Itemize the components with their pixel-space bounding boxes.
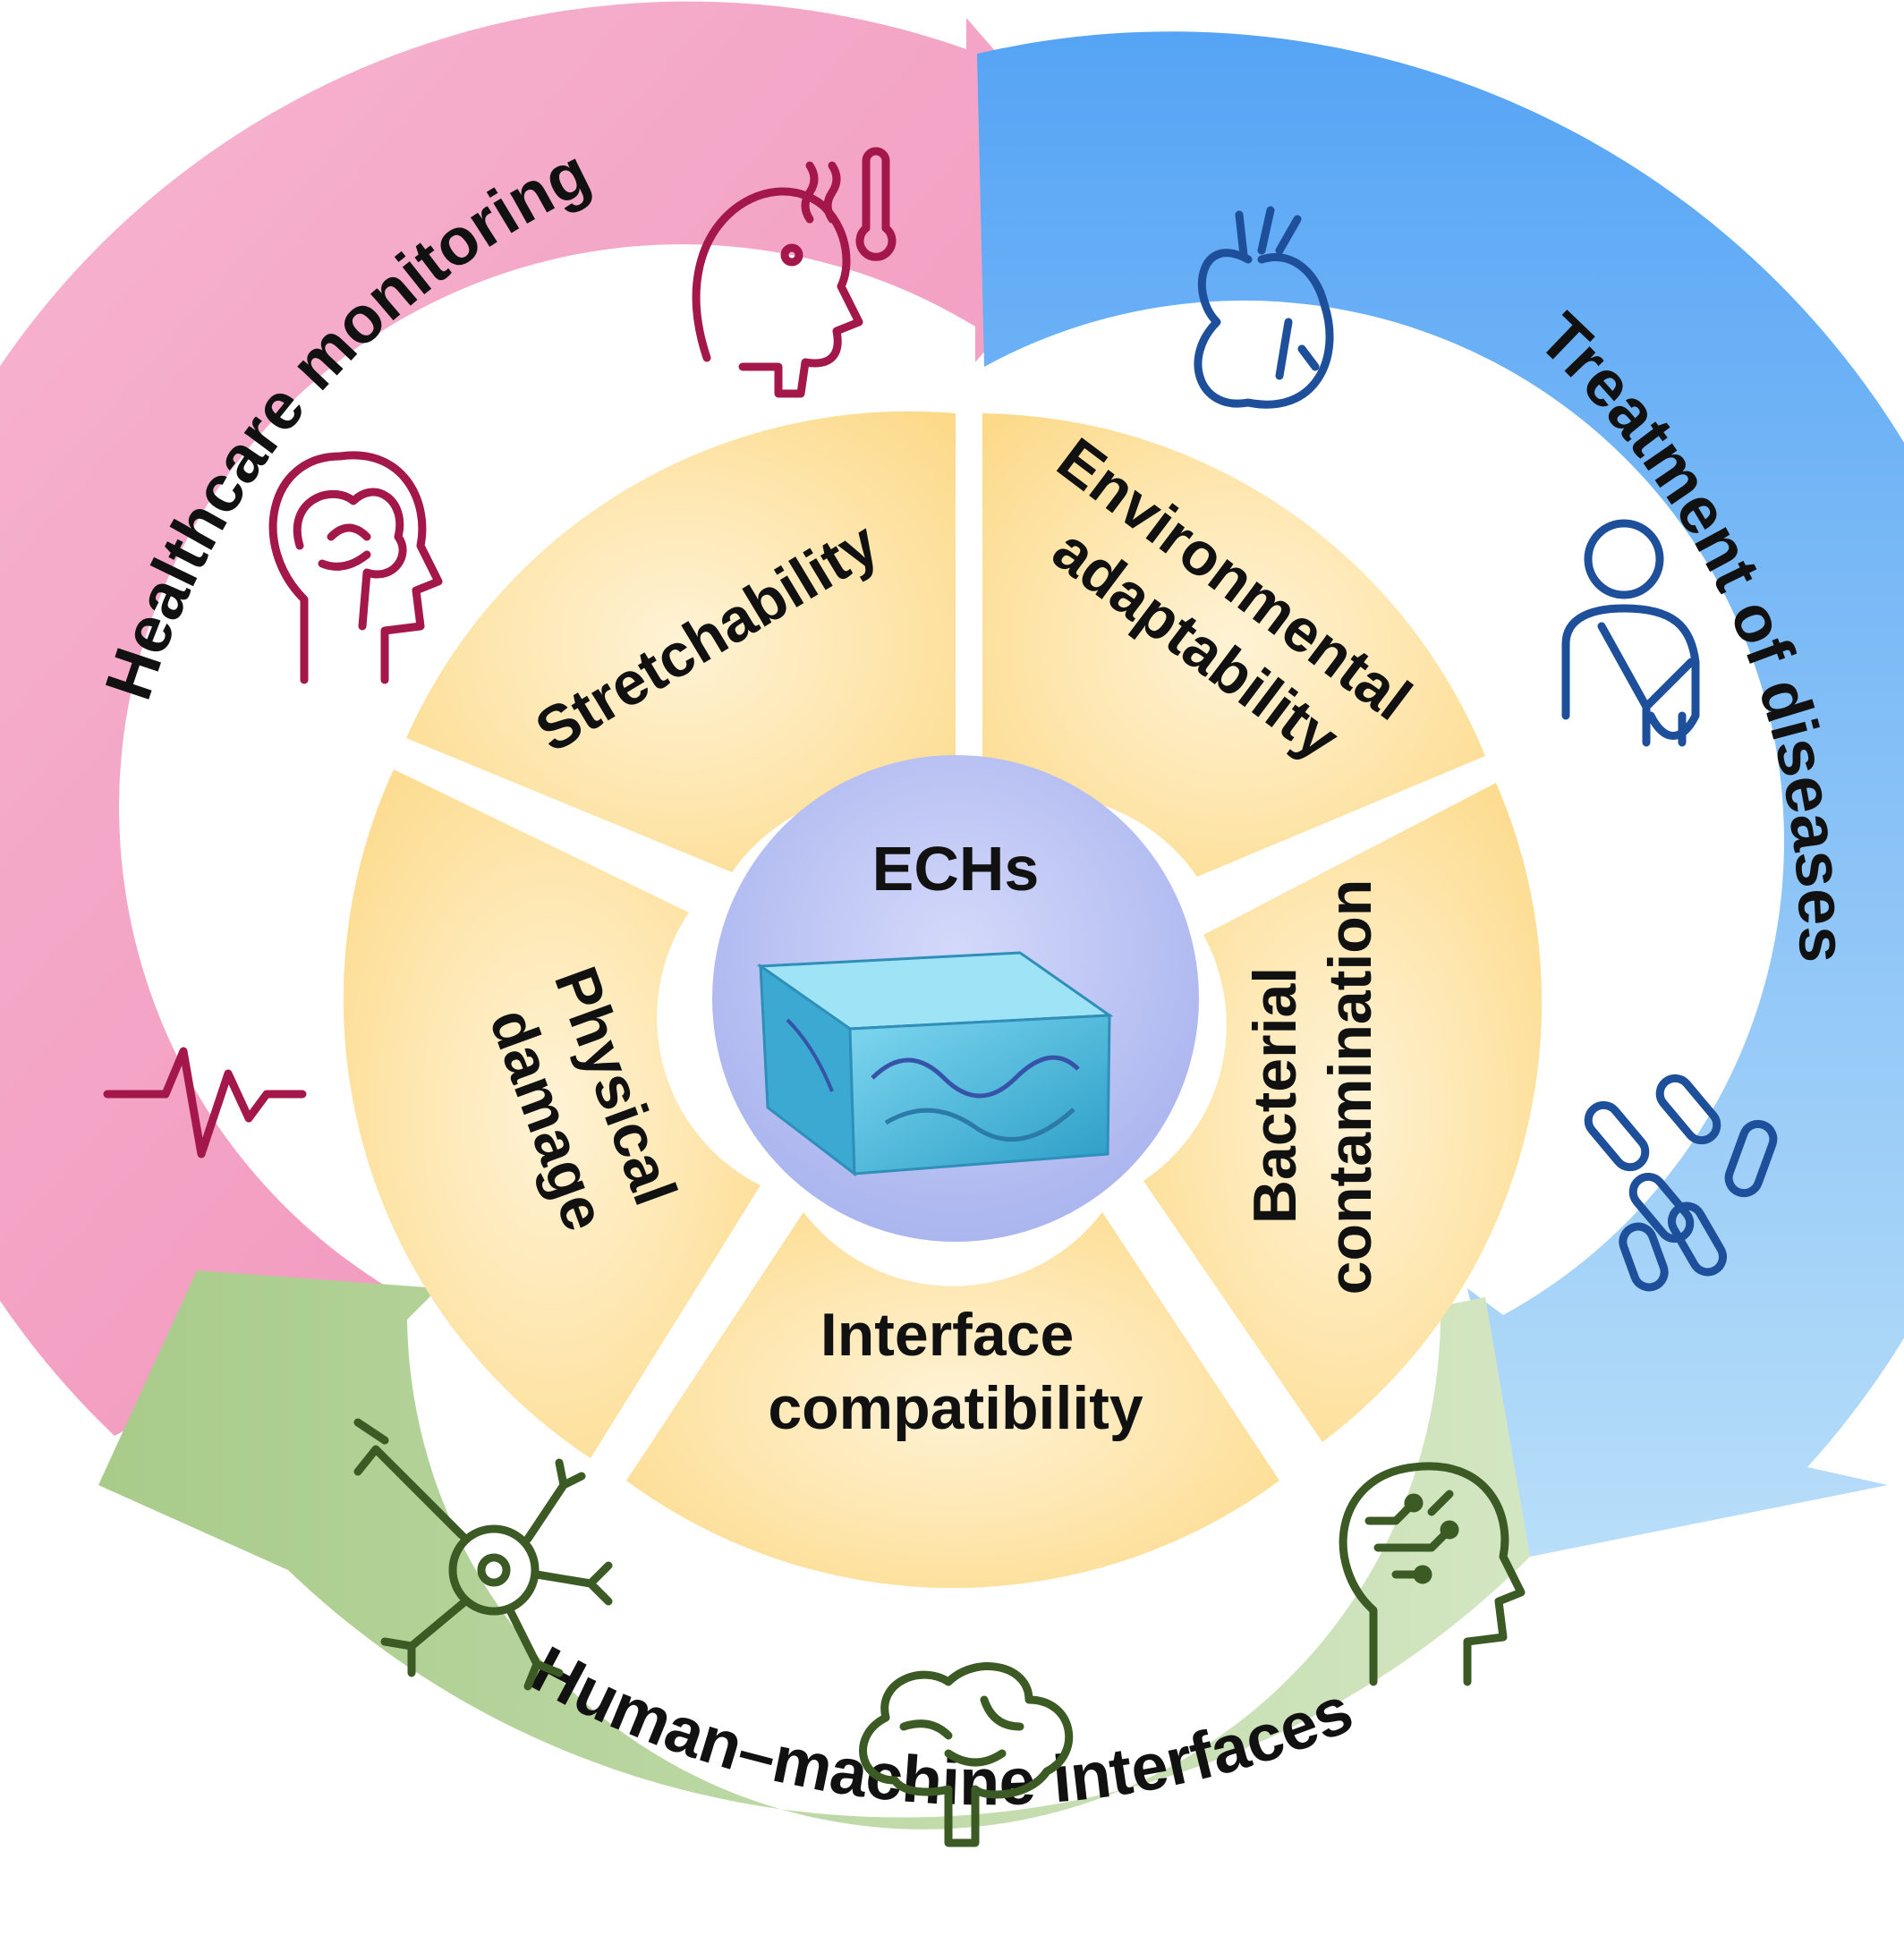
segment-physical-damage (343, 769, 761, 1458)
ring-arrow-healthcare (0, 1, 1118, 1436)
hydrogel-block-image (756, 951, 1114, 1177)
segment-label-bacterial-line1: Bacterial (1241, 967, 1309, 1224)
segment-bacterial-contamination (1143, 783, 1543, 1442)
heartbeat-pulse-icon (103, 1047, 307, 1159)
segments (343, 411, 1543, 1589)
bacteria-icon (1584, 1074, 1778, 1292)
outer-ring (0, 1, 1904, 1829)
segment-label-bacterial-line2: contamination (1316, 879, 1384, 1295)
segment-label-interface-line1: Interface (820, 1301, 1074, 1369)
brain-head-icon (268, 451, 443, 684)
segment-stretchability (406, 411, 956, 873)
segment-label-interface-line2: compatibility (768, 1374, 1143, 1442)
segment-label-interface: Interface compatibility (768, 1301, 1143, 1442)
ring-arrow-treatment (977, 31, 1904, 1557)
core: ECHs (712, 755, 1199, 1242)
fever-head-thermometer-icon (692, 147, 897, 398)
heart-icon (1194, 206, 1334, 409)
neuron-icon (353, 1418, 613, 1691)
ring-arrow-hmi (98, 1270, 1530, 1829)
segment-environmental-adaptability (982, 413, 1485, 877)
segment-interface-compatibility (626, 1212, 1279, 1589)
brain-icon (859, 1662, 1074, 1847)
circuit-head-icon (1339, 1462, 1526, 1686)
arm-sling-patient-icon (1561, 519, 1700, 747)
core-label: ECHs (872, 834, 1040, 904)
segment-label-bacterial: Bacterial contamination (1241, 879, 1384, 1295)
